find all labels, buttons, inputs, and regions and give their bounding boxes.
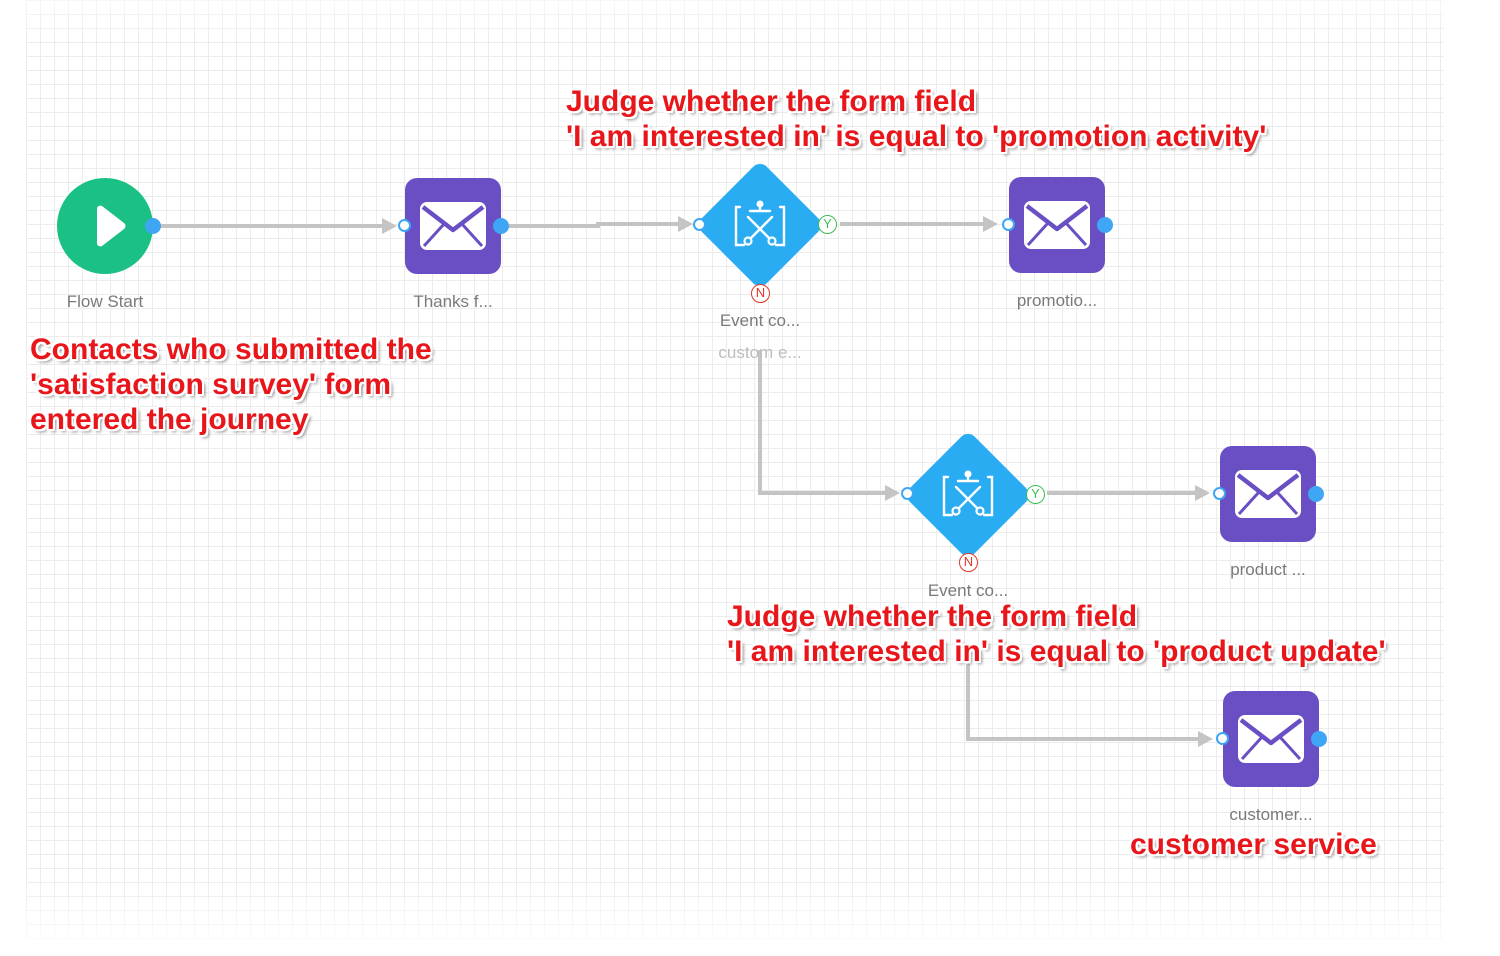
product-email-node[interactable]: product ... [1213,446,1330,586]
no-port[interactable]: N [751,284,770,303]
output-port[interactable] [1097,217,1113,233]
event-condition-node-2[interactable]: Y N Event co... [901,430,1053,605]
node-label: Event co... [927,581,1009,600]
input-port[interactable] [1002,218,1015,231]
mail-icon [1238,715,1304,763]
start-circle[interactable] [57,178,153,274]
input-port[interactable] [1216,732,1229,745]
node-label: Event co... [719,311,801,330]
node-label: Thanks f... [413,292,493,311]
arrow-head [1198,731,1213,747]
node-label: customer... [1229,805,1313,824]
node-label: promotio... [1016,291,1098,310]
customer-email-node[interactable]: customer... [1216,691,1333,831]
output-port[interactable] [145,218,161,234]
arrow-head [1195,485,1210,501]
edge-condition1-condition2 [758,350,895,495]
play-icon [97,205,126,247]
condition-icon [734,200,786,247]
mail-icon [1024,201,1090,249]
annotation-judge-product: Judge whether the form field 'I am inter… [727,600,1386,668]
annotation-entry: Contacts who submitted the 'satisfaction… [30,333,432,436]
input-port[interactable] [398,219,411,232]
input-port[interactable] [1213,487,1226,500]
yes-port[interactable]: Y [1026,485,1045,504]
yes-port[interactable]: Y [818,215,837,234]
output-port[interactable] [1308,486,1324,502]
edge-thanks-condition1 [508,222,688,228]
edge-condition2-customer [966,664,1208,741]
condition-diamond[interactable] [695,160,825,290]
input-port[interactable] [693,218,706,231]
thanks-email-node[interactable]: Thanks f... [398,178,515,318]
flow-start-node[interactable]: Flow Start [57,178,167,318]
output-port[interactable] [1311,731,1327,747]
mail-node-box[interactable] [1223,691,1319,787]
arrow-head [983,216,998,232]
arrow-head [678,216,693,232]
node-label: product ... [1230,560,1306,579]
promotion-email-node[interactable]: promotio... [1002,177,1119,317]
output-port[interactable] [493,218,509,234]
mail-icon [1235,470,1301,518]
condition-icon [942,470,994,517]
annotation-judge-promotion: Judge whether the form field 'I am inter… [566,85,1267,153]
input-port[interactable] [901,487,914,500]
event-condition-node-1[interactable]: Y N Event co... custom e... [693,160,845,362]
annotation-customer-service: customer service [1130,828,1377,861]
flow-canvas[interactable] [26,0,1444,940]
arrow-head [885,485,900,501]
mail-node-box[interactable] [1009,177,1105,273]
node-sublabel: custom e... [718,343,802,362]
node-label: Flow Start [66,292,144,311]
mail-node-box[interactable] [1220,446,1316,542]
mail-node-box[interactable] [405,178,501,274]
arrow-head [382,218,397,234]
condition-diamond[interactable] [903,430,1033,560]
mail-icon [420,202,486,250]
no-port[interactable]: N [959,553,978,572]
